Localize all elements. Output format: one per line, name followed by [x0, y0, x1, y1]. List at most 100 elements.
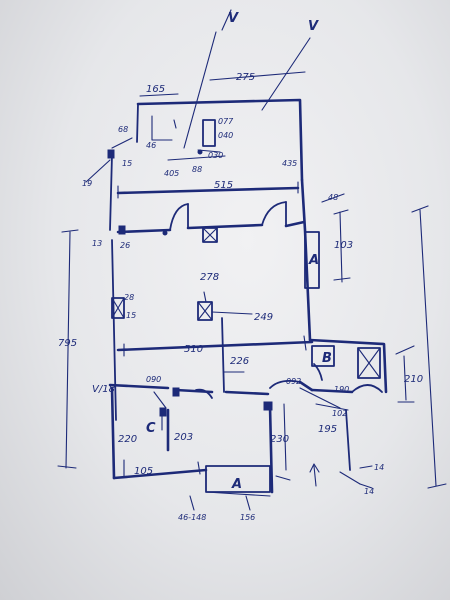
wall-mid-right — [284, 220, 306, 228]
door-a-bottom-base — [205, 491, 271, 497]
label-510: 510 — [184, 344, 203, 355]
room-b-door-arc-2 — [351, 384, 383, 393]
label-103: 103 — [334, 240, 353, 251]
room-b-outer — [308, 338, 388, 394]
dim-102-line — [315, 403, 349, 411]
top-lines — [139, 9, 311, 149]
column-center-1-cross — [202, 227, 218, 243]
top-arrow-left — [221, 9, 232, 31]
wall-mid-center — [186, 223, 264, 230]
label-795: 795 — [58, 338, 77, 349]
lower-door-arc — [269, 379, 301, 389]
lower-top-right-wall — [224, 390, 270, 396]
column-center-2-stem — [203, 291, 207, 303]
label-102: 102 — [332, 409, 347, 418]
label-door-a2: A — [231, 477, 242, 492]
dim-230-line — [283, 403, 287, 471]
corner-post-w — [118, 225, 126, 235]
pointer-102 — [299, 387, 341, 409]
label-220: 220 — [118, 434, 137, 445]
label-077: 077 — [218, 117, 234, 126]
label-15b: 15 — [126, 311, 136, 320]
label-249: 249 — [254, 312, 273, 323]
label-090: 090 — [146, 375, 161, 384]
dim-105-ticks — [123, 459, 201, 477]
label-13: 13 — [92, 239, 102, 248]
label-26: 26 — [120, 241, 130, 250]
post-lower-1 — [172, 387, 180, 397]
label-v18: V/18 — [92, 384, 115, 395]
post-lower-3 — [159, 407, 167, 417]
dim-103-ticks — [333, 209, 351, 281]
label-28: 28 — [124, 293, 134, 302]
top-left-stub — [136, 103, 139, 143]
label-190: 190 — [334, 385, 349, 394]
column-left-cross — [111, 297, 125, 319]
step-line — [339, 471, 361, 485]
dim-line-275 — [209, 71, 306, 81]
wall-mid-left — [116, 228, 172, 234]
room-b-bottom-wall — [310, 388, 354, 394]
label-door-b: B — [322, 351, 332, 366]
dim-ticks-795 — [57, 229, 79, 469]
dim-line-795 — [65, 231, 71, 469]
label-14b: 14 — [364, 487, 374, 496]
label-48: 48 — [328, 193, 338, 202]
lower-top-left-wall — [108, 383, 170, 390]
left-upper-wall — [109, 154, 113, 231]
room-b-shower-x — [357, 347, 381, 379]
right-upper-wall — [300, 178, 312, 342]
sub-line-405 — [167, 155, 226, 161]
pointer-68 — [111, 137, 133, 149]
door-a-bottom — [205, 465, 271, 493]
far-right-ticks — [411, 205, 447, 489]
post-lower-2 — [263, 401, 273, 411]
dim-230-tick — [275, 475, 291, 481]
label-230: 230 — [270, 434, 289, 445]
room-b-fixture — [311, 345, 335, 367]
label-46-148: 46-148 — [178, 513, 206, 522]
column-center-1 — [202, 227, 218, 243]
tick-mark — [173, 119, 177, 129]
label-030: 030 — [208, 151, 223, 160]
label-68: 68 — [118, 125, 128, 134]
dim-ticks-510 — [123, 335, 307, 357]
wall-515 — [116, 186, 300, 195]
room-b-door-arc — [313, 363, 323, 381]
label-435: 435 — [282, 159, 297, 168]
dim-249-line — [211, 311, 253, 315]
lower-left-wall — [110, 386, 116, 480]
door-a-bottom-ticks — [189, 495, 251, 511]
pointer-19 — [85, 159, 111, 183]
bottom-wall-left — [112, 468, 208, 480]
dim-48-103-lines — [321, 193, 345, 283]
wall-226 — [221, 317, 225, 393]
label-275: 275 — [236, 72, 255, 83]
step-ticks — [359, 465, 373, 489]
column-left — [111, 297, 125, 319]
left-mid-wall — [111, 239, 117, 421]
label-105: 105 — [134, 466, 153, 477]
room-b-shower — [357, 347, 381, 379]
pointer-090 — [153, 391, 167, 409]
label-door-c: C — [146, 421, 156, 436]
label-14a: 14 — [374, 463, 384, 472]
label-165: 165 — [146, 84, 165, 95]
corner-post-nw — [107, 149, 115, 159]
label-15a: 15 — [122, 159, 132, 168]
wall-510 — [116, 340, 314, 352]
label-46: 46 — [146, 141, 156, 150]
label-top-v2: V — [308, 19, 319, 34]
column-center-2-cross — [197, 301, 213, 321]
label-040: 040 — [218, 131, 233, 140]
lower-top-right-stub — [298, 380, 314, 392]
label-210: 210 — [404, 374, 423, 385]
top-diagonal-left — [183, 31, 217, 149]
wall-dot — [162, 230, 168, 236]
label-515: 515 — [214, 180, 233, 191]
dim-line-165 — [139, 93, 179, 97]
dim-ticks-515 — [117, 181, 299, 199]
label-405: 405 — [164, 169, 179, 178]
